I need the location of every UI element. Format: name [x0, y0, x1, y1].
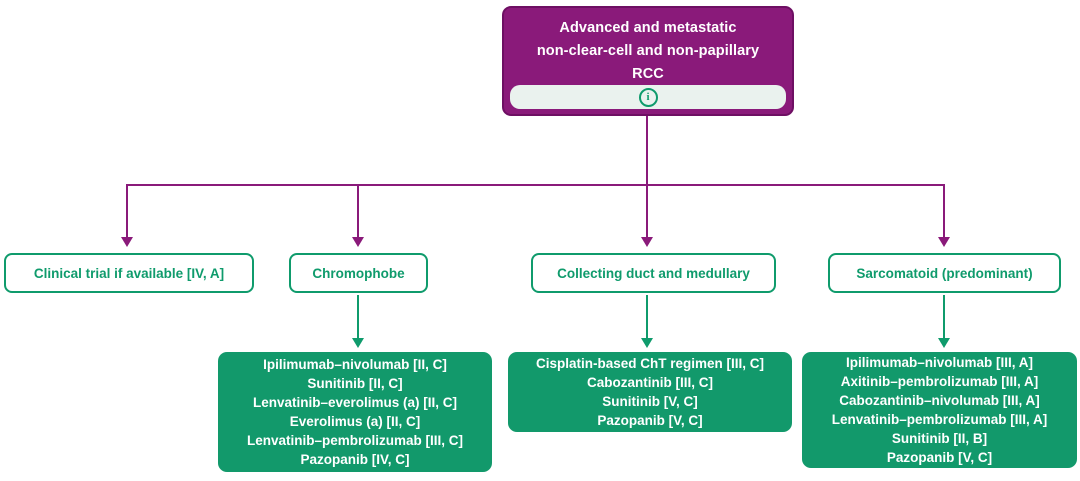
treatment-line: Lenvatinib–pembrolizumab [III, C]	[246, 433, 464, 448]
arrowhead-chromophobe	[352, 237, 364, 247]
connector-branch-bar	[126, 184, 945, 186]
root-title-line-1: Advanced and metastatic	[559, 20, 737, 36]
info-icon[interactable]: i	[638, 87, 658, 107]
treatment-line: Pazopanib [IV, C]	[300, 452, 410, 467]
treatment-box-chromophobe: Ipilimumab–nivolumab [II, C] Sunitinib […	[218, 352, 492, 472]
category-box-sarcomatoid: Sarcomatoid (predominant)	[828, 253, 1061, 293]
arrowhead-clinical-trial	[121, 237, 133, 247]
connector-collecting-duct-treatments	[646, 295, 648, 339]
treatment-line: Pazopanib [V, C]	[597, 413, 703, 428]
treatment-line: Lenvatinib–pembrolizumab [III, A]	[831, 412, 1048, 427]
root-node-title: Advanced and metastatic non-clear-cell a…	[504, 17, 792, 86]
treatment-line: Axitinib–pembrolizumab [III, A]	[840, 374, 1039, 389]
connector-drop-sarcomatoid	[943, 184, 945, 238]
root-node-advanced-metastatic-rcc: Advanced and metastatic non-clear-cell a…	[502, 6, 794, 116]
treatment-line: Sunitinib [II, B]	[891, 431, 988, 446]
treatment-line: Cabozantinib–nivolumab [III, A]	[839, 393, 1040, 408]
treatment-line: Ipilimumab–nivolumab [III, A]	[845, 355, 1034, 370]
connector-drop-chromophobe	[357, 184, 359, 238]
root-title-line-3: RCC	[632, 66, 664, 82]
arrowhead-chromophobe-treatments	[352, 338, 364, 348]
connector-chromophobe-treatments	[357, 295, 359, 339]
info-strip: i	[510, 85, 786, 109]
treatment-box-sarcomatoid: Ipilimumab–nivolumab [III, A] Axitinib–p…	[802, 352, 1077, 468]
category-box-clinical-trial: Clinical trial if available [IV, A]	[4, 253, 254, 293]
category-label-collecting-duct: Collecting duct and medullary	[557, 265, 750, 281]
category-box-chromophobe: Chromophobe	[289, 253, 428, 293]
root-title-line-2: non-clear-cell and non-papillary	[536, 43, 760, 59]
treatment-line: Cabozantinib [III, C]	[587, 375, 713, 390]
arrowhead-sarcomatoid	[938, 237, 950, 247]
treatment-line: Pazopanib [V, C]	[886, 450, 993, 465]
treatment-box-collecting-duct: Cisplatin-based ChT regimen [III, C] Cab…	[508, 352, 792, 432]
connector-drop-clinical-trial	[126, 184, 128, 238]
category-label-clinical-trial: Clinical trial if available [IV, A]	[33, 265, 225, 281]
treatment-line: Ipilimumab–nivolumab [II, C]	[263, 357, 447, 372]
category-label-chromophobe: Chromophobe	[312, 265, 405, 281]
arrowhead-collecting-duct-treatments	[641, 338, 653, 348]
category-label-sarcomatoid: Sarcomatoid (predominant)	[856, 265, 1033, 281]
treatment-line: Sunitinib [II, C]	[307, 376, 403, 391]
treatment-line: Cisplatin-based ChT regimen [III, C]	[535, 356, 765, 371]
connector-sarcomatoid-treatments	[943, 295, 945, 339]
category-box-collecting-duct: Collecting duct and medullary	[531, 253, 776, 293]
treatment-line: Sunitinib [V, C]	[602, 394, 698, 409]
connector-root-stem	[646, 116, 648, 184]
treatment-line: Everolimus (a) [II, C]	[289, 414, 421, 429]
arrowhead-sarcomatoid-treatments	[938, 338, 950, 348]
arrowhead-collecting-duct	[641, 237, 653, 247]
connector-drop-collecting-duct	[646, 184, 648, 238]
treatment-line: Lenvatinib–everolimus (a) [II, C]	[252, 395, 458, 410]
